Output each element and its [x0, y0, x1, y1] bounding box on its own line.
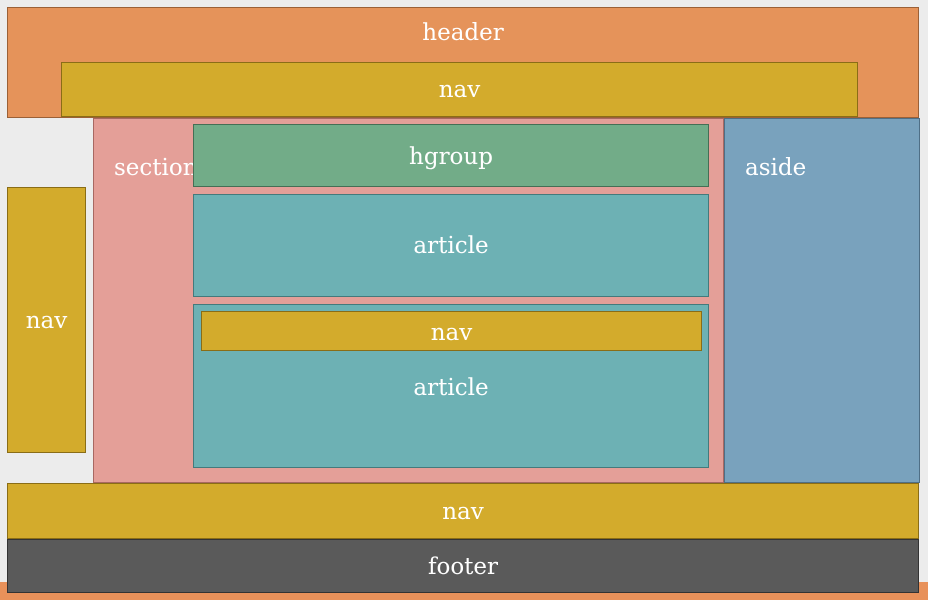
- article-nav-label: nav: [430, 320, 473, 346]
- bottom-nav-label: nav: [442, 499, 484, 525]
- aside-label: aside: [745, 155, 807, 181]
- article-nav-region: nav: [201, 311, 702, 351]
- article-top-label: article: [413, 233, 489, 259]
- left-nav-label: nav: [25, 308, 68, 334]
- footer-region: footer: [7, 539, 919, 593]
- article-bottom-label: article: [413, 375, 489, 401]
- left-nav-region: nav: [7, 187, 86, 453]
- article-region-top: article: [193, 194, 709, 297]
- section-label: section: [114, 155, 198, 181]
- bottom-nav-region: nav: [7, 483, 919, 539]
- header-label: header: [422, 20, 504, 46]
- hgroup-region: hgroup: [193, 124, 709, 187]
- header-nav-label: nav: [438, 77, 481, 103]
- aside-region: aside: [724, 118, 920, 483]
- header-nav-region: nav: [61, 62, 858, 117]
- hgroup-label: hgroup: [409, 144, 493, 170]
- footer-label: footer: [427, 554, 499, 580]
